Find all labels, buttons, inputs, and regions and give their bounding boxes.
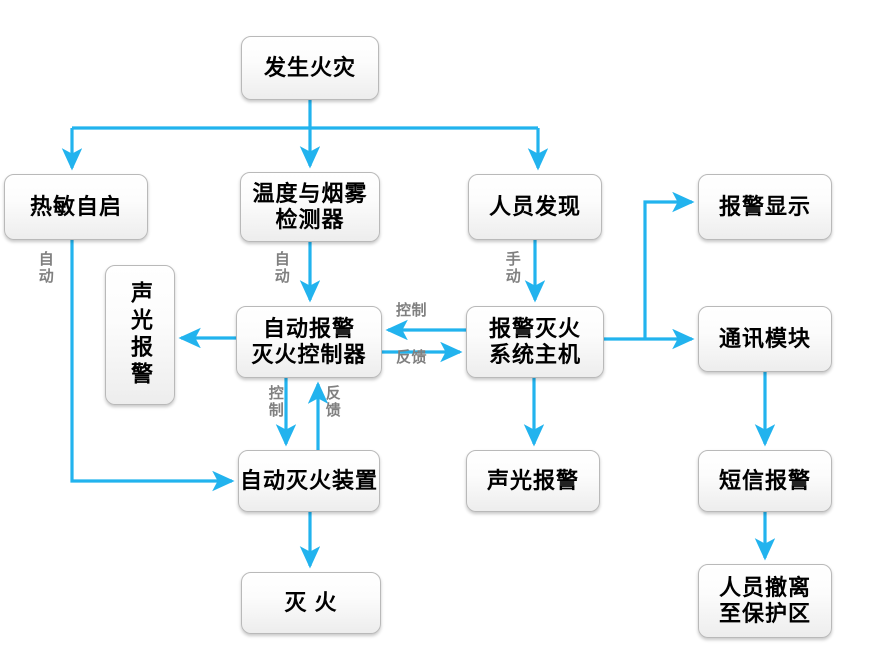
node-fire-label: 发生火灾 (263, 55, 356, 81)
node-sms-alarm[interactable]: 短信报警 (698, 450, 832, 512)
node-auto-alarm-extinguish-controller-label: 自动报警 灭火控制器 (251, 316, 367, 367)
node-auto-extinguish-device[interactable]: 自动灭火装置 (238, 450, 380, 512)
edge-label-feedback-controller-to-host: 反馈 (396, 349, 428, 366)
node-person-discovery[interactable]: 人员发现 (468, 174, 602, 240)
node-temperature-smoke-detector-label: 温度与烟雾 检测器 (252, 181, 368, 232)
node-evacuate-to-protected-area-label: 人员撤离 至保护区 (718, 575, 811, 626)
node-fire-extinguished-label: 灭 火 (284, 590, 338, 616)
node-thermal-self-start-label: 热敏自启 (29, 194, 122, 220)
node-fire[interactable]: 发生火灾 (241, 36, 379, 100)
node-auto-extinguish-device-label: 自动灭火装置 (239, 468, 378, 494)
edge-label-manual-person: 手 动 (505, 251, 522, 285)
node-thermal-self-start[interactable]: 热敏自启 (4, 174, 148, 240)
node-evacuate-to-protected-area[interactable]: 人员撤离 至保护区 (698, 564, 832, 638)
node-sound-light-alarm-center[interactable]: 声光报警 (466, 450, 600, 512)
edge-label-auto-detector: 自 动 (274, 251, 291, 285)
edge-label-feedback-from-device: 反 馈 (325, 385, 342, 419)
edge-label-auto-thermal: 自 动 (38, 251, 55, 285)
edge-label-control-host-to-controller: 控制 (396, 302, 428, 319)
node-sound-light-alarm-left-label: 声光报警 (127, 281, 153, 389)
node-alarm-extinguish-system-host[interactable]: 报警灭火 系统主机 (466, 306, 604, 378)
node-alarm-extinguish-system-host-label: 报警灭火 系统主机 (488, 316, 581, 367)
node-sound-light-alarm-center-label: 声光报警 (486, 468, 579, 494)
node-communication-module[interactable]: 通讯模块 (698, 306, 832, 372)
edge-label-control-to-device: 控 制 (268, 385, 285, 419)
node-fire-extinguished[interactable]: 灭 火 (241, 572, 381, 634)
node-communication-module-label: 通讯模块 (718, 326, 811, 352)
node-sms-alarm-label: 短信报警 (718, 468, 811, 494)
node-person-discovery-label: 人员发现 (488, 194, 581, 220)
node-temperature-smoke-detector[interactable]: 温度与烟雾 检测器 (240, 172, 380, 242)
node-sound-light-alarm-left[interactable]: 声光报警 (105, 265, 175, 405)
node-auto-alarm-extinguish-controller[interactable]: 自动报警 灭火控制器 (236, 306, 382, 378)
edge-host-to-display (643, 191, 695, 339)
node-alarm-display[interactable]: 报警显示 (698, 174, 832, 240)
node-alarm-display-label: 报警显示 (718, 194, 811, 220)
